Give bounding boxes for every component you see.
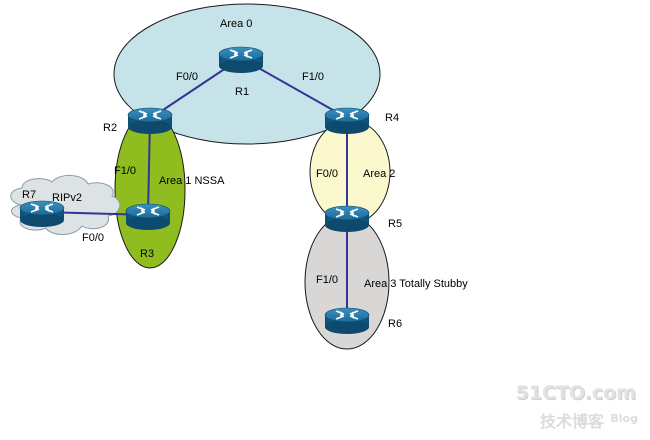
watermark-site: 51CTO.com [515, 382, 636, 404]
router-r5-label: R5 [388, 218, 402, 230]
router-r7-label: R7 [22, 189, 36, 201]
interface-r7-r3-label: F0/0 [82, 232, 104, 244]
watermark-sub: 技术博客 [539, 412, 604, 431]
router-r1-icon[interactable] [218, 46, 264, 74]
area-2-label: Area 2 [363, 168, 395, 180]
router-r3-label: R3 [140, 248, 154, 260]
interface-r5-r6-label: F1/0 [316, 274, 338, 286]
router-r6-label: R6 [388, 318, 402, 330]
interface-r4-r5-label: F0/0 [316, 168, 338, 180]
router-r4-icon[interactable] [324, 107, 370, 135]
watermark-blog: Blog [610, 412, 638, 425]
router-r2-icon[interactable] [127, 107, 173, 135]
router-r4-label: R4 [385, 112, 399, 124]
interface-r1-r2-label: F0/0 [176, 71, 198, 83]
interface-r1-r4-label: F1/0 [302, 71, 324, 83]
router-r7-icon[interactable] [19, 200, 65, 228]
area-3-label: Area 3 Totally Stubby [364, 278, 468, 290]
router-r3-icon[interactable] [125, 203, 171, 231]
router-r6-icon[interactable] [324, 307, 370, 335]
site-watermark: 51CTO.com 技术博客 Blog [510, 382, 640, 431]
rip-label: RIPv2 [52, 192, 82, 204]
area-0-label: Area 0 [220, 18, 252, 30]
area-1-label: Area 1 NSSA [159, 175, 225, 187]
router-r2-label: R2 [103, 122, 117, 134]
interface-r2-r3-label: F1/0 [114, 165, 136, 177]
router-r1-label: R1 [235, 86, 249, 98]
router-r5-icon[interactable] [324, 205, 370, 233]
link-r2-r3 [147, 117, 151, 216]
area-0-zone [113, 3, 381, 145]
